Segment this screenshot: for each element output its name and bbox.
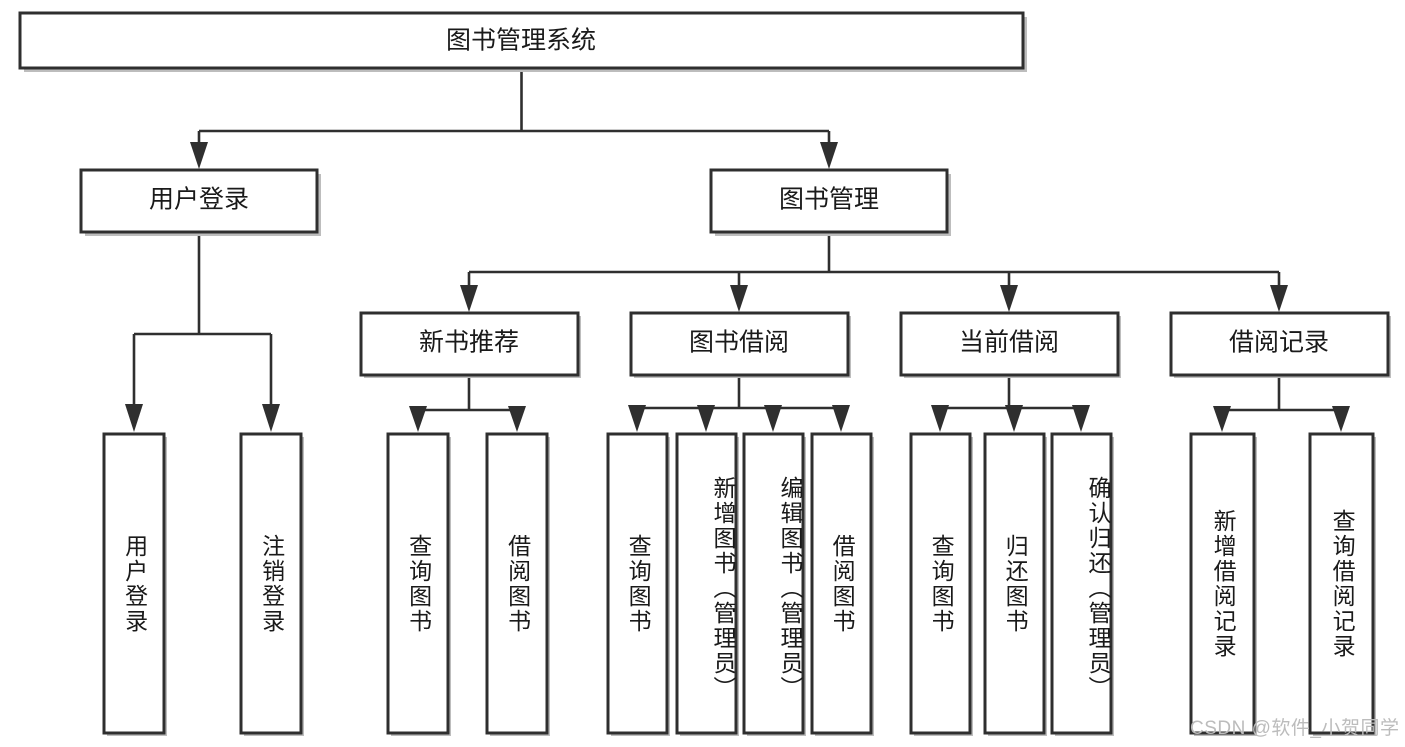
node-borrow-record-label: 借阅记录 [1229,329,1329,357]
node-leaf-add-record[interactable] [1189,432,1257,736]
arrowhead-new-book-rec [460,285,478,312]
node-layer: 图书管理系统 用户登录 图书管理 新书推荐 [18,11,1391,736]
arrowhead-current-borrow [1000,285,1018,312]
arrowhead-leaf-borrow-book-1 [508,406,526,432]
node-root[interactable]: 图书管理系统 [18,11,1027,72]
arrowhead-leaf-add-book [697,405,715,432]
node-leaf-borrow-book-1[interactable] [485,432,550,736]
node-new-book-rec[interactable]: 新书推荐 [359,311,581,378]
edge-layer [125,68,1350,432]
arrowhead-leaf-query-book-3 [931,405,949,432]
arrowhead-leaf-logout [262,404,280,432]
arrowhead-leaf-query-record [1332,406,1350,432]
node-current-borrow-label: 当前借阅 [959,329,1059,357]
node-leaf-borrow-book-2[interactable] [810,432,874,736]
node-leaf-query-book-1[interactable] [386,432,451,736]
node-leaf-user-login[interactable] [102,432,167,736]
node-leaf-add-book[interactable] [675,432,739,736]
arrowhead-leaf-add-record [1213,406,1231,432]
node-leaf-return-book[interactable] [983,432,1047,736]
arrowhead-leaf-return-book [1005,405,1023,432]
arrowhead-book-borrow [730,285,748,312]
node-book-manage[interactable]: 图书管理 [709,168,951,236]
arrowhead-borrow-record [1270,285,1288,312]
node-borrow-record[interactable]: 借阅记录 [1169,311,1391,378]
node-leaf-query-record[interactable] [1308,432,1376,736]
node-user-login-label: 用户登录 [149,186,249,214]
node-leaf-query-book-3[interactable] [909,432,973,736]
node-root-label: 图书管理系统 [446,27,596,55]
arrowhead-leaf-borrow-book-2 [832,405,850,432]
arrowhead-leaf-query-book-1 [409,406,427,432]
node-current-borrow[interactable]: 当前借阅 [899,311,1121,378]
node-leaf-edit-book[interactable] [742,432,806,736]
arrowhead-leaf-edit-book [764,405,782,432]
arrowhead-leaf-confirm-return [1072,405,1090,432]
node-leaf-logout[interactable] [239,432,304,736]
node-new-book-rec-label: 新书推荐 [419,329,519,357]
node-book-manage-label: 图书管理 [779,186,879,214]
node-leaf-query-book-2[interactable] [606,432,670,736]
node-book-borrow-label: 图书借阅 [689,329,789,357]
arrowhead-leaf-query-book-2 [628,405,646,432]
arrowhead-book-manage [820,142,838,169]
node-book-borrow[interactable]: 图书借阅 [629,311,851,378]
arrowhead-user-login [190,142,208,169]
node-user-login[interactable]: 用户登录 [79,168,321,236]
csdn-watermark: CSDN @软件_小贺同学 [1190,718,1400,739]
node-leaf-confirm-return[interactable] [1050,432,1114,736]
arrowhead-leaf-user-login [125,404,143,432]
